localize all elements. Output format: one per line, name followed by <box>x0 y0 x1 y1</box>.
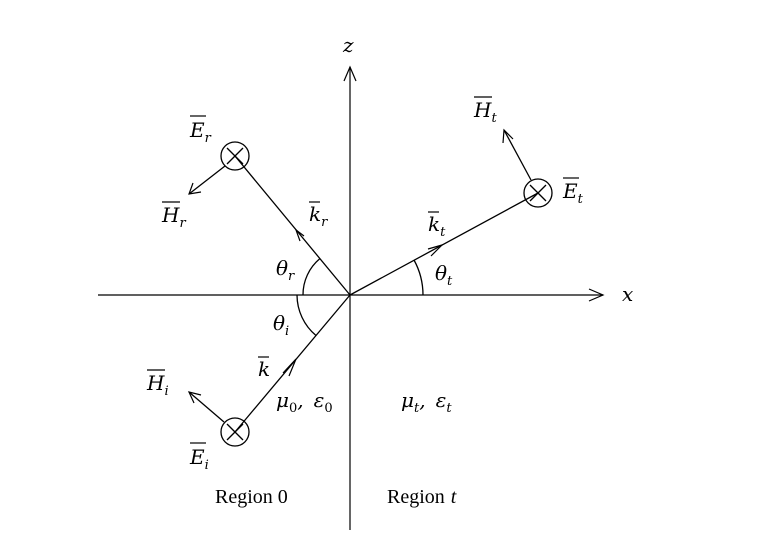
incident-ray-arrowhead <box>282 358 297 377</box>
x-axis-arrowhead <box>588 288 605 302</box>
k-incident-label: k <box>258 356 270 381</box>
theta-t-arc <box>413 259 424 296</box>
svg-text:Ei: Ei <box>189 445 209 473</box>
Ei-label: Ei <box>189 442 209 473</box>
Er-into-page-marker <box>220 141 250 171</box>
theta-r-label: θr <box>276 256 295 284</box>
Hr-vector <box>188 165 226 195</box>
region-0-label: Region 0 <box>215 486 288 508</box>
Er-label: Er <box>189 115 212 146</box>
theta-t-label: θt <box>435 261 453 289</box>
k-reflected-label: kr <box>309 201 328 230</box>
incident-ray <box>234 294 351 433</box>
transmitted-ray <box>349 192 539 296</box>
svg-text:kt: kt <box>428 212 446 240</box>
transmitted-ray-arrowhead <box>427 243 445 257</box>
Ht-vector <box>502 128 532 181</box>
region0-params: μ0,ε0 <box>276 388 333 416</box>
z-axis <box>343 65 357 530</box>
Ei-into-page-marker <box>220 417 250 447</box>
Hi-vector <box>187 391 225 423</box>
z-axis-arrowhead <box>343 65 357 82</box>
x-axis-label: x <box>622 282 633 306</box>
regiont-params: μt,εt <box>401 388 452 416</box>
svg-text:Hr: Hr <box>161 203 186 231</box>
theta-i-label: θi <box>273 311 289 339</box>
svg-text:k: k <box>258 357 270 381</box>
svg-text:Et: Et <box>562 179 584 207</box>
Ht-label: Ht <box>473 96 497 126</box>
Hr-label: Hr <box>161 201 186 231</box>
svg-text:Er: Er <box>189 118 212 146</box>
k-transmitted-label: kt <box>428 211 446 240</box>
Et-into-page-marker <box>523 178 553 208</box>
theta-i-arc <box>296 294 317 336</box>
Et-label: Et <box>562 177 584 207</box>
svg-text:Ht: Ht <box>473 98 497 126</box>
z-axis-label: z <box>342 33 354 57</box>
svg-text:Hi: Hi <box>146 371 169 399</box>
reflected-ray-arrowhead <box>294 228 305 242</box>
reflected-ray <box>234 155 351 296</box>
svg-text:kr: kr <box>309 202 328 230</box>
theta-r-arc <box>302 257 321 296</box>
Hi-label: Hi <box>146 369 169 399</box>
